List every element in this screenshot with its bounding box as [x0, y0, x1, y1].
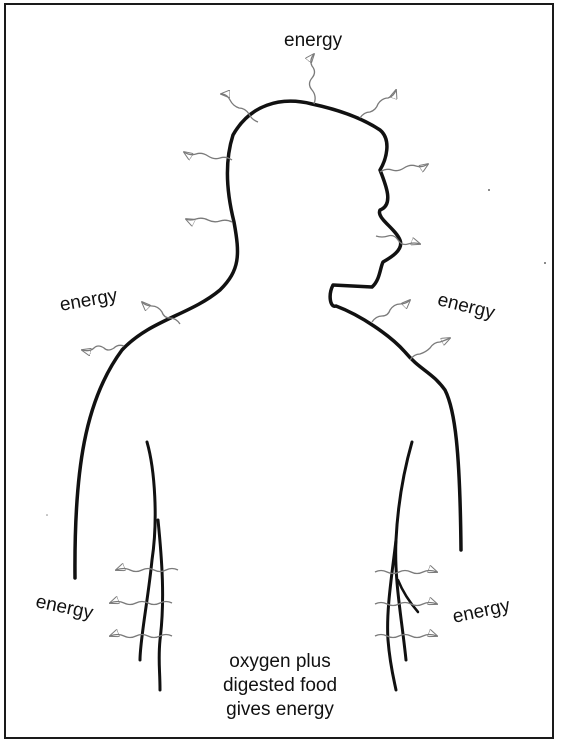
caption-line-3: gives energy — [200, 698, 360, 722]
right-arm-vessel-branch — [388, 540, 396, 690]
energy-arrow-right-shoulder-out — [410, 338, 450, 360]
energy-label-top: energy — [284, 31, 342, 50]
energy-arrow-right-shoulder-up — [372, 300, 410, 322]
energy-arrow-lower-left — [186, 218, 232, 222]
caption-line-2: digested food — [200, 674, 360, 698]
left-arm-vessel-branch — [158, 520, 163, 690]
speck — [488, 189, 490, 191]
energy-arrow-right-arm-1 — [375, 571, 437, 574]
speck — [46, 514, 48, 516]
energy-arrow-top — [310, 54, 316, 104]
right-arm-vessel — [396, 442, 412, 660]
body-outline — [75, 101, 461, 578]
left-arm-vessel — [140, 442, 155, 660]
energy-arrow-right-arm-3 — [375, 635, 437, 638]
energy-arrow-head-left — [184, 152, 232, 160]
caption-line-1: oxygen plus — [200, 650, 360, 674]
energy-arrow-left-arm-1 — [116, 569, 178, 572]
energy-arrow-upper-right — [360, 90, 396, 118]
energy-arrow-left-shoulder-out — [82, 345, 124, 350]
energy-arrow-right-arm-2 — [375, 603, 437, 606]
speck — [544, 262, 546, 264]
energy-arrow-face-right — [380, 164, 428, 172]
diagram-caption: oxygen plus digested food gives energy — [200, 650, 360, 722]
energy-arrow-upper-left — [221, 94, 258, 122]
